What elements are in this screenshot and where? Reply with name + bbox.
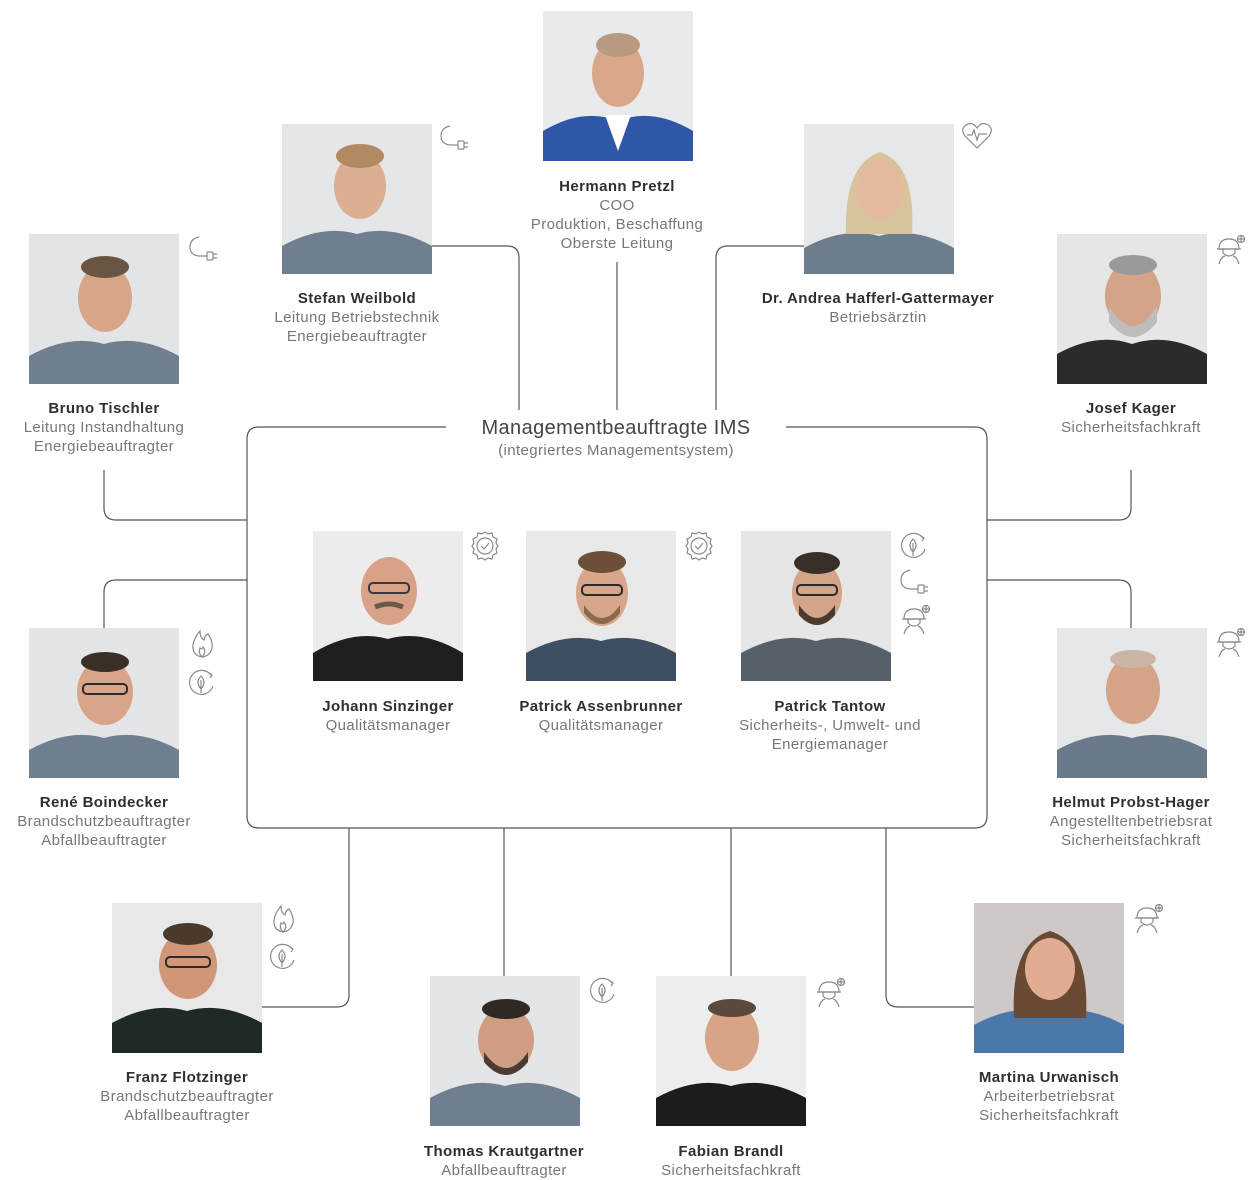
- flame-icon: [188, 628, 220, 658]
- person-bruno-tischler: Bruno Tischler Leitung Instandhaltung En…: [0, 399, 254, 456]
- person-name: Patrick Tantow: [774, 698, 886, 715]
- person-role: Produktion, Beschaffung: [530, 216, 704, 233]
- person-name: Helmut Probst-Hager: [1052, 794, 1210, 811]
- person-role: Sicherheitsfachkraft: [979, 1107, 1119, 1124]
- safety-helmet-icon: [900, 605, 932, 635]
- photo-franz-flotzinger: [112, 903, 262, 1053]
- photo-helmut-probst-hager: [1057, 628, 1207, 778]
- plug-icon: [187, 235, 219, 265]
- person-role: Energiebeauftragter: [33, 438, 175, 455]
- safety-helmet-icon: [1133, 904, 1165, 934]
- person-name: Josef Kager: [1085, 400, 1177, 417]
- safety-helmet-icon: [1215, 628, 1247, 658]
- person-role: Sicherheits-, Umwelt- und: [739, 717, 921, 734]
- person-hermann-pretzl: Hermann Pretzl COO Produktion, Beschaffu…: [467, 177, 767, 253]
- person-role: Abfallbeauftragter: [41, 832, 167, 849]
- person-martina-urwanisch: Martina Urwanisch Arbeiterbetriebsrat Si…: [899, 1068, 1199, 1125]
- person-role: Energiebeauftragter: [286, 328, 428, 345]
- recycle-leaf-icon: [187, 668, 219, 698]
- person-name: Bruno Tischler: [48, 400, 160, 417]
- person-fabian-brandl: Fabian Brandl Sicherheitsfachkraft: [581, 1142, 881, 1180]
- person-josef-kager: Josef Kager Sicherheitsfachkraft: [981, 399, 1251, 437]
- photo-johann-sinzinger: [313, 531, 463, 681]
- photo-martina-urwanisch: [974, 903, 1124, 1053]
- person-name: Fabian Brandl: [678, 1143, 784, 1160]
- person-thomas-krautgartner: Thomas Krautgartner Abfallbeauftragter: [354, 1142, 654, 1180]
- person-name: Thomas Krautgartner: [423, 1143, 585, 1160]
- person-name: Johann Sinzinger: [322, 698, 454, 715]
- recycle-leaf-icon: [588, 976, 620, 1006]
- person-role: Energiemanager: [771, 736, 889, 753]
- recycle-leaf-icon: [268, 942, 300, 972]
- safety-helmet-icon: [815, 978, 847, 1008]
- person-name: Franz Flotzinger: [125, 1069, 249, 1086]
- photo-rene-boindecker: [29, 628, 179, 778]
- plug-icon: [898, 568, 930, 598]
- person-role: Sicherheitsfachkraft: [1061, 832, 1201, 849]
- person-role: Brandschutzbeauftragter: [17, 813, 191, 830]
- person-andrea-hafferl-gattermayer: Dr. Andrea Hafferl-Gattermayer Betriebsä…: [728, 289, 1028, 327]
- photo-thomas-krautgartner: [430, 976, 580, 1126]
- person-patrick-tantow: Patrick Tantow Sicherheits-, Umwelt- und…: [680, 697, 980, 754]
- quality-seal-icon: [470, 531, 502, 561]
- photo-bruno-tischler: [29, 234, 179, 384]
- person-name: Martina Urwanisch: [978, 1069, 1120, 1086]
- person-rene-boindecker: René Boindecker Brandschutzbeauftragter …: [0, 793, 254, 850]
- person-patrick-assenbrunner: Patrick Assenbrunner Qualitätsmanager: [451, 697, 751, 735]
- photo-andrea-hafferl-gattermayer: [804, 124, 954, 274]
- person-role: Sicherheitsfachkraft: [1061, 419, 1201, 436]
- person-role: Abfallbeauftragter: [441, 1162, 567, 1179]
- photo-hermann-pretzl: [543, 11, 693, 161]
- photo-josef-kager: [1057, 234, 1207, 384]
- person-role: Leitung Instandhaltung: [23, 419, 185, 436]
- heart-icon: [961, 121, 993, 151]
- person-name: Hermann Pretzl: [559, 178, 675, 195]
- person-role: Sicherheitsfachkraft: [661, 1162, 801, 1179]
- person-role: Arbeiterbetriebsrat: [983, 1088, 1115, 1105]
- safety-helmet-icon: [1215, 235, 1247, 265]
- flame-icon: [269, 903, 301, 933]
- ims-subtitle: (integriertes Managementsystem): [498, 442, 734, 459]
- plug-icon: [438, 124, 470, 154]
- person-role: Oberste Leitung: [560, 235, 674, 252]
- person-role: Brandschutzbeauftragter: [100, 1088, 274, 1105]
- person-name: Stefan Weilbold: [297, 290, 417, 307]
- quality-seal-icon: [684, 531, 716, 561]
- person-role: Betriebsärztin: [829, 309, 927, 326]
- photo-patrick-assenbrunner: [526, 531, 676, 681]
- ims-title-block: Managementbeauftragte IMS (integriertes …: [446, 415, 786, 461]
- person-helmut-probst-hager: Helmut Probst-Hager Angestelltenbetriebs…: [981, 793, 1251, 850]
- photo-fabian-brandl: [656, 976, 806, 1126]
- person-role: Leitung Betriebstechnik: [274, 309, 440, 326]
- recycle-leaf-icon: [899, 531, 931, 561]
- person-role: Qualitätsmanager: [325, 717, 451, 734]
- person-role: COO: [599, 197, 635, 214]
- photo-stefan-weilbold: [282, 124, 432, 274]
- person-stefan-weilbold: Stefan Weilbold Leitung Betriebstechnik …: [207, 289, 507, 346]
- person-name: René Boindecker: [39, 794, 169, 811]
- person-role: Abfallbeauftragter: [124, 1107, 250, 1124]
- photo-patrick-tantow: [741, 531, 891, 681]
- person-johann-sinzinger: Johann Sinzinger Qualitätsmanager: [238, 697, 538, 735]
- person-role: Angestelltenbetriebsrat: [1049, 813, 1213, 830]
- person-name: Patrick Assenbrunner: [519, 698, 683, 715]
- ims-title: Managementbeauftragte IMS: [481, 417, 751, 439]
- person-name: Dr. Andrea Hafferl-Gattermayer: [761, 290, 995, 307]
- person-franz-flotzinger: Franz Flotzinger Brandschutzbeauftragter…: [37, 1068, 337, 1125]
- person-role: Qualitätsmanager: [538, 717, 664, 734]
